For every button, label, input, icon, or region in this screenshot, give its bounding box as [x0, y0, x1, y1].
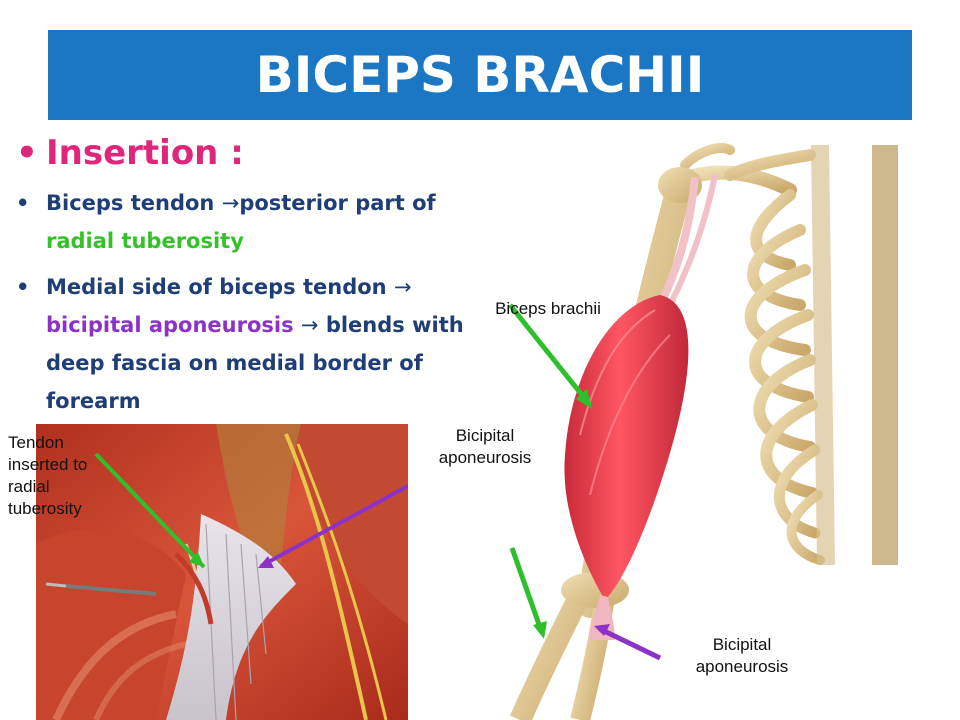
bicipital-aponeurosis-highlight: bicipital aponeurosis [46, 313, 294, 337]
bullet-list: • Insertion : • Biceps tendon →posterior… [16, 130, 471, 420]
biceps-skeleton-figure [508, 143, 898, 720]
bullet2-part2: blends with deep fascia on medial border… [46, 313, 464, 413]
bullet2-part1: Medial side of biceps tendon [46, 275, 394, 299]
bullet-text: Medial side of biceps tendon → bicipital… [46, 268, 471, 420]
bullet-medial-side: • Medial side of biceps tendon → bicipit… [16, 268, 471, 420]
bullet1-part1: Biceps tendon [46, 191, 222, 215]
insertion-heading: • Insertion : [16, 130, 471, 176]
title-bar: BICEPS BRACHII [48, 30, 912, 120]
heading-text: Insertion : [46, 133, 244, 173]
arrow-icon: → [393, 275, 412, 299]
bullet-dot: • [16, 275, 30, 299]
bicipital-aponeurosis-label-bottom: Bicipital aponeurosis [695, 635, 789, 676]
bullet1-part2: posterior part of [239, 191, 436, 215]
biceps-brachii-label: Biceps brachii [495, 299, 601, 318]
slide-title: BICEPS BRACHII [255, 46, 705, 104]
bullet-dot: • [16, 191, 30, 215]
elbow-dissection-figure [36, 424, 408, 720]
arrow-icon: → [300, 313, 319, 337]
bullet-biceps-tendon: • Biceps tendon →posterior part of radia… [16, 184, 471, 260]
bicipital-aponeurosis-label-mid: Bicipital aponeurosis [438, 426, 532, 467]
bullet-dot: • [16, 133, 38, 173]
tendon-inserted-label: Tendon inserted to radial tuberosity [8, 433, 88, 518]
bullet-text: Biceps tendon →posterior part of radial … [46, 184, 471, 260]
arrow-icon: → [221, 191, 240, 215]
radial-tuberosity-highlight: radial tuberosity [46, 229, 244, 253]
